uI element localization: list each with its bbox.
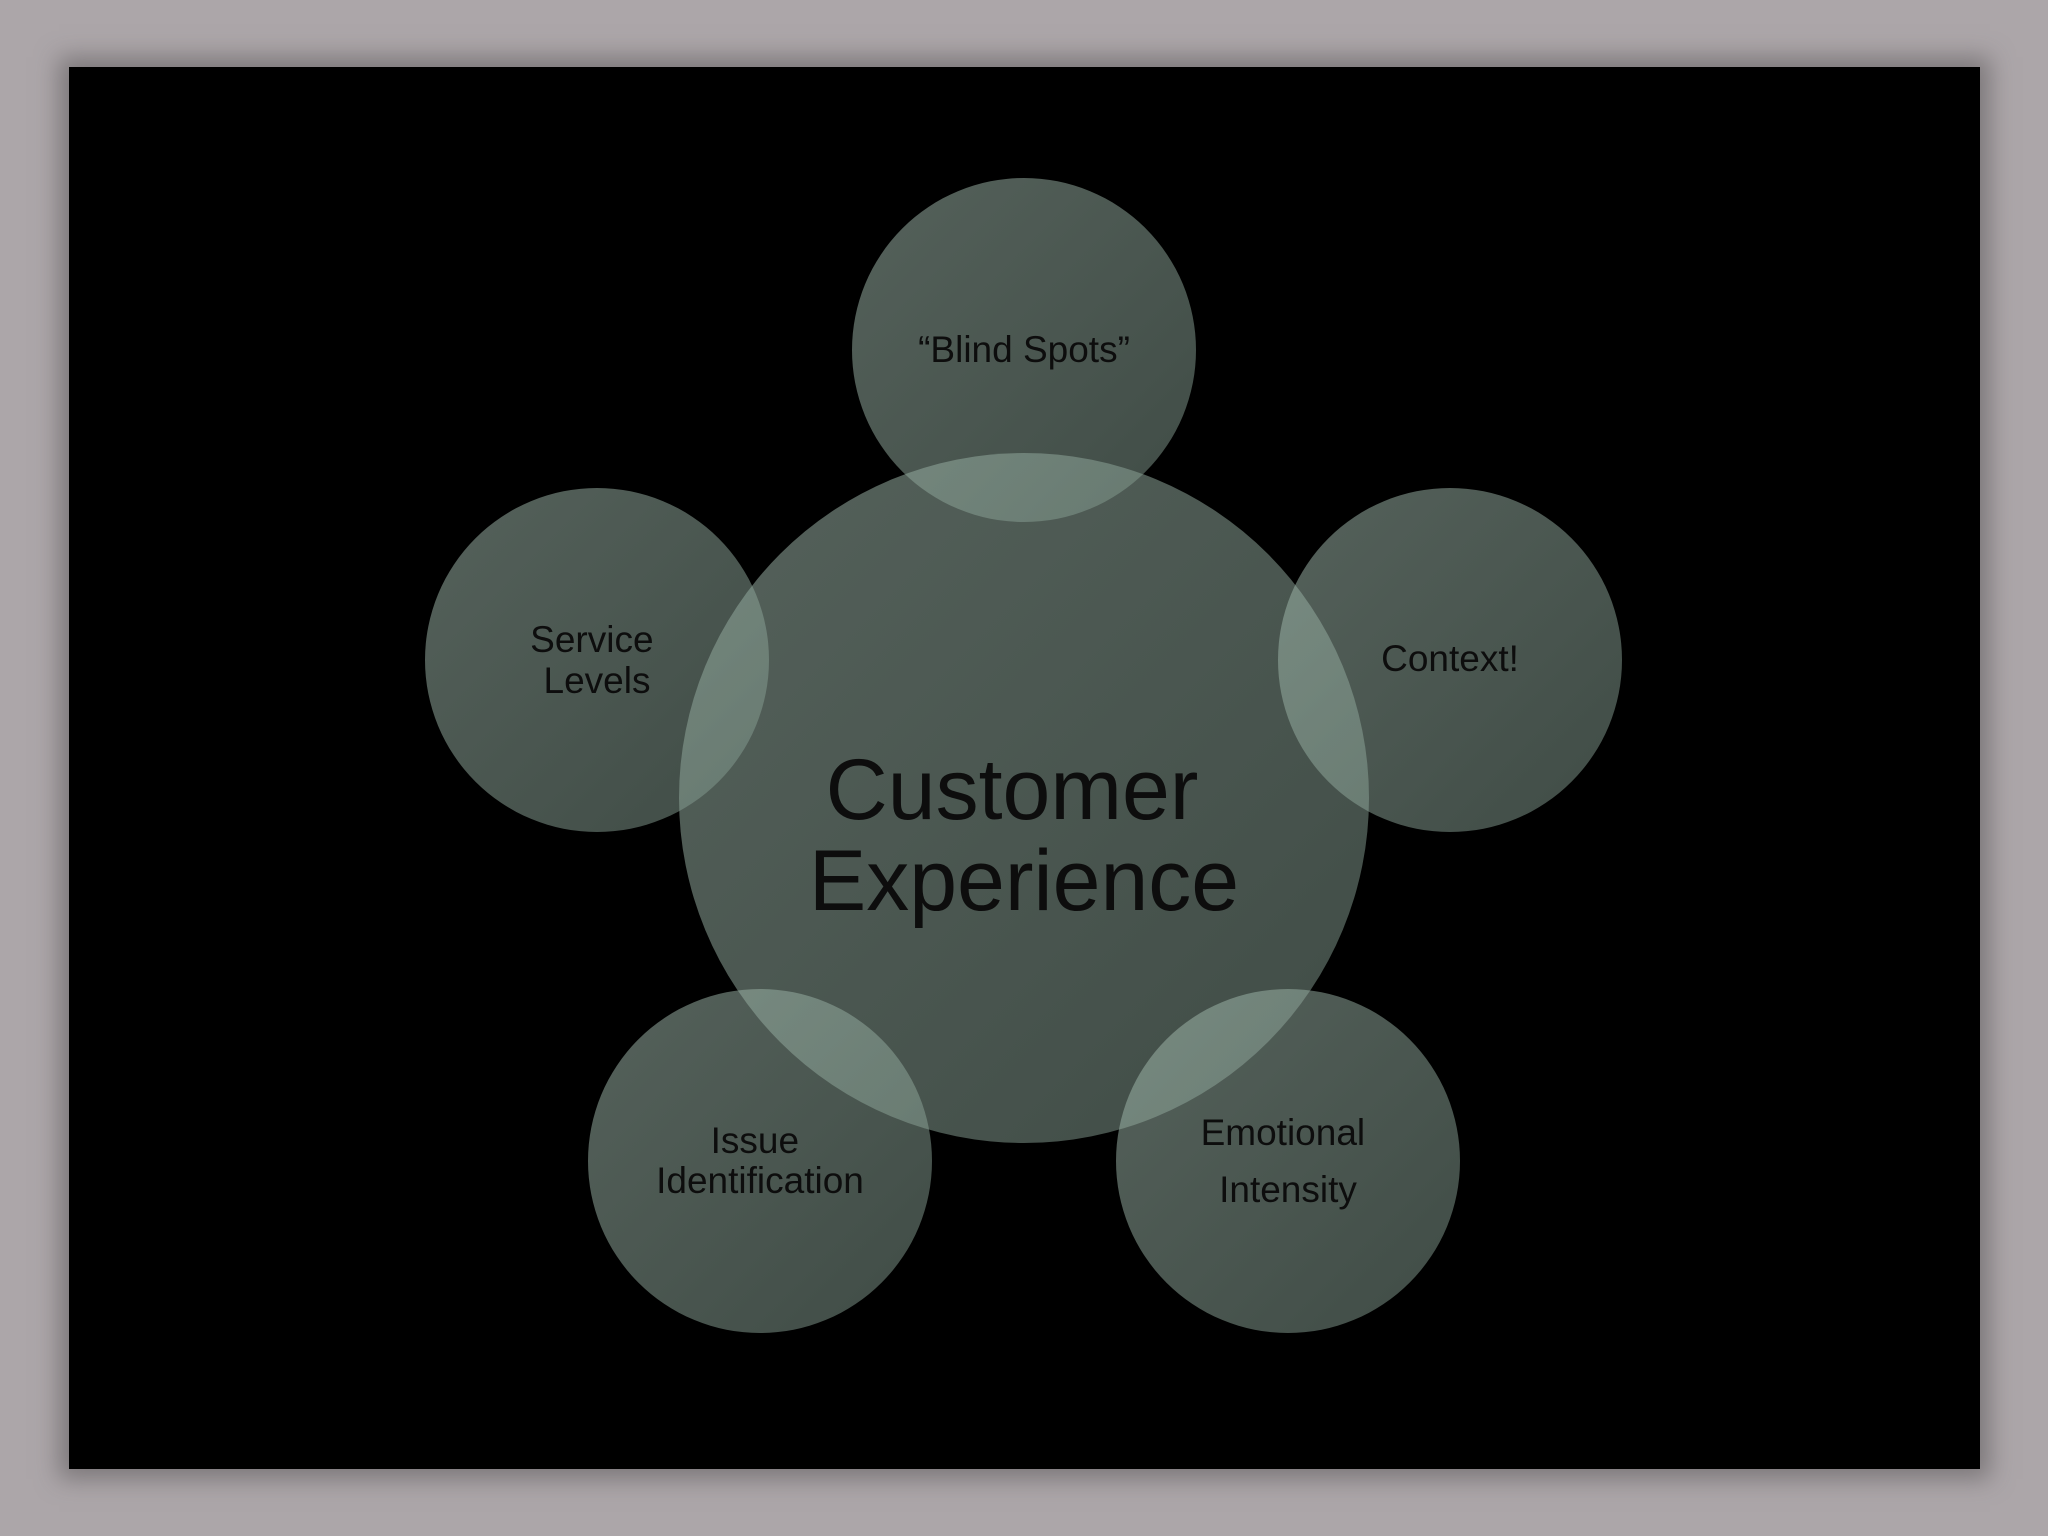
satellite-label-service-levels-line-1: Service: [530, 619, 653, 660]
satellite-label-blind-spots-line-1: “Blind Spots”: [918, 329, 1130, 370]
satellite-label-issue-identification-line-2: Identification: [656, 1160, 864, 1201]
satellite-label-emotional-intensity: Emotional Intensity: [1201, 1112, 1376, 1210]
satellite-label-issue-identification: Issue Identification: [656, 1120, 864, 1201]
satellite-circle-issue-identification: [588, 989, 932, 1333]
satellite-circle-context: [1278, 488, 1622, 832]
satellite-label-context: Context!: [1381, 638, 1519, 679]
slide: Customer Experience “Blind Spots” Contex…: [69, 67, 1980, 1469]
satellite-label-blind-spots: “Blind Spots”: [918, 329, 1130, 370]
center-label-line-2: Experience: [809, 833, 1239, 929]
satellite-label-service-levels-line-2: Levels: [544, 660, 651, 701]
satellite-label-emotional-intensity-line-1: Emotional: [1201, 1112, 1366, 1153]
satellite-label-emotional-intensity-line-2: Intensity: [1219, 1169, 1357, 1210]
satellite-label-issue-identification-line-1: Issue: [711, 1120, 799, 1161]
center-label: Customer Experience: [809, 742, 1239, 929]
center-label-line-1: Customer: [826, 742, 1199, 838]
customer-experience-diagram: Customer Experience “Blind Spots” Contex…: [425, 178, 1622, 1333]
satellite-circle-blind-spots: [852, 178, 1196, 522]
satellite-circle-service-levels: [425, 488, 769, 832]
satellite-label-service-levels: Service Levels: [530, 619, 664, 701]
center-circle: [679, 453, 1369, 1143]
satellite-label-context-line-1: Context!: [1381, 638, 1519, 679]
satellite-circle-emotional-intensity: [1116, 989, 1460, 1333]
